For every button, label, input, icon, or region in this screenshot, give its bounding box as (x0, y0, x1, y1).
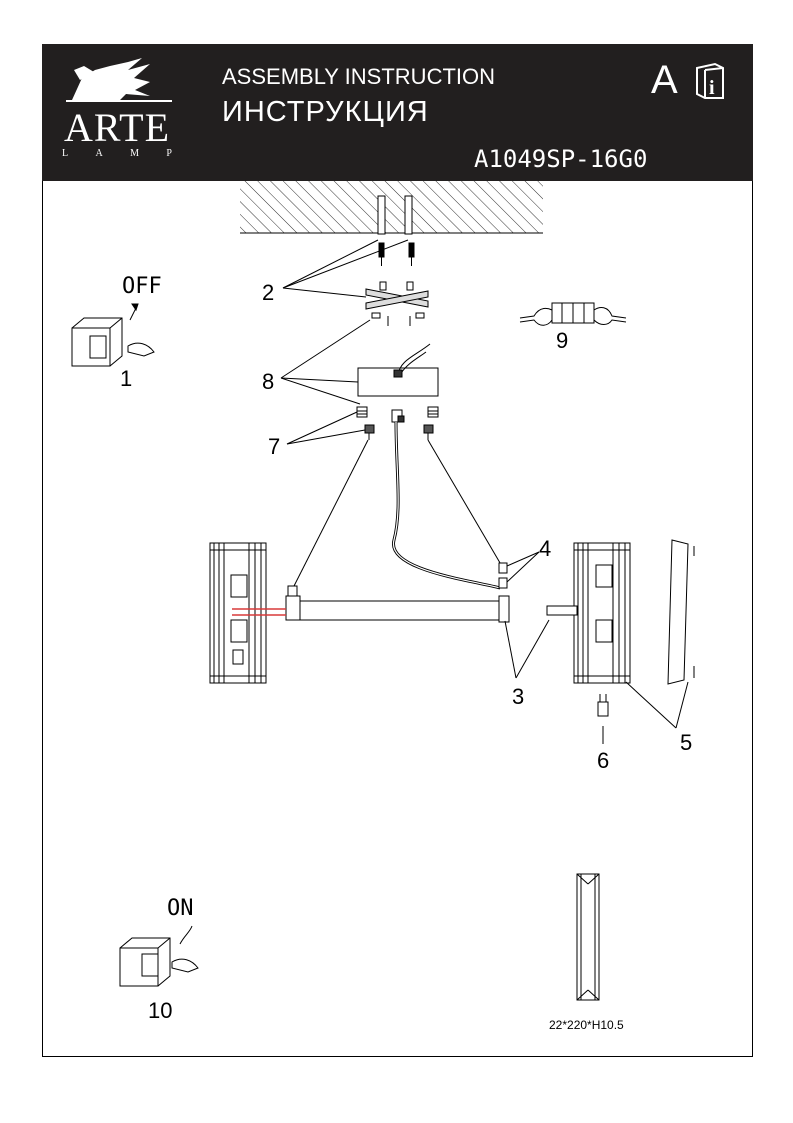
step-5-number: 5 (680, 730, 693, 755)
dimensions-text: 22*220*H10.5 (549, 1018, 624, 1032)
red-wire-marks (232, 608, 286, 616)
step-10-number: 10 (148, 998, 173, 1023)
ceiling-hatch (240, 181, 543, 234)
model-number: A1049SP-16G0 (474, 145, 648, 173)
canopy (357, 343, 439, 397)
side-glass-panel (667, 539, 695, 685)
step-7-number: 7 (268, 434, 281, 459)
terminal-block (519, 302, 627, 326)
step-4-number: 4 (539, 536, 552, 561)
left-shade (209, 542, 267, 684)
g9-bulb (597, 694, 609, 744)
callout-7-lines (286, 411, 366, 445)
step-9-number: 9 (556, 328, 569, 353)
step-6-number: 6 (597, 748, 610, 773)
brand-sub-text: L A M P (62, 148, 172, 159)
screws (378, 242, 415, 266)
switch-on-drawing (119, 925, 199, 987)
central-bar (285, 562, 510, 623)
mounting-bracket (365, 281, 429, 326)
suspension-cables (293, 421, 504, 590)
switch-on-label: ON (167, 896, 194, 921)
step-3-number: 3 (512, 684, 525, 709)
step-8-number: 8 (262, 369, 275, 394)
switch-off-drawing (71, 303, 155, 367)
callout-8-lines (280, 319, 371, 405)
wall-plugs (377, 195, 413, 235)
right-shade (546, 542, 631, 684)
brand-logo-text: ARTE (63, 105, 171, 150)
switch-off-label: OFF (122, 274, 162, 299)
callout-lines (504, 551, 689, 729)
shade-front-view (576, 873, 600, 1001)
svg-text:i: i (709, 77, 715, 99)
info-book-icon: i (696, 62, 724, 99)
step-1-number: 1 (120, 366, 133, 391)
title-russian: ИНСТРУКЦИЯ (222, 96, 429, 128)
header-bar (42, 44, 753, 181)
callout-2-lines (282, 239, 409, 298)
cable-grips (356, 406, 439, 440)
title-english: ASSEMBLY INSTRUCTION (222, 64, 496, 89)
language-letter: A (651, 58, 678, 102)
step-2-number: 2 (262, 280, 275, 305)
